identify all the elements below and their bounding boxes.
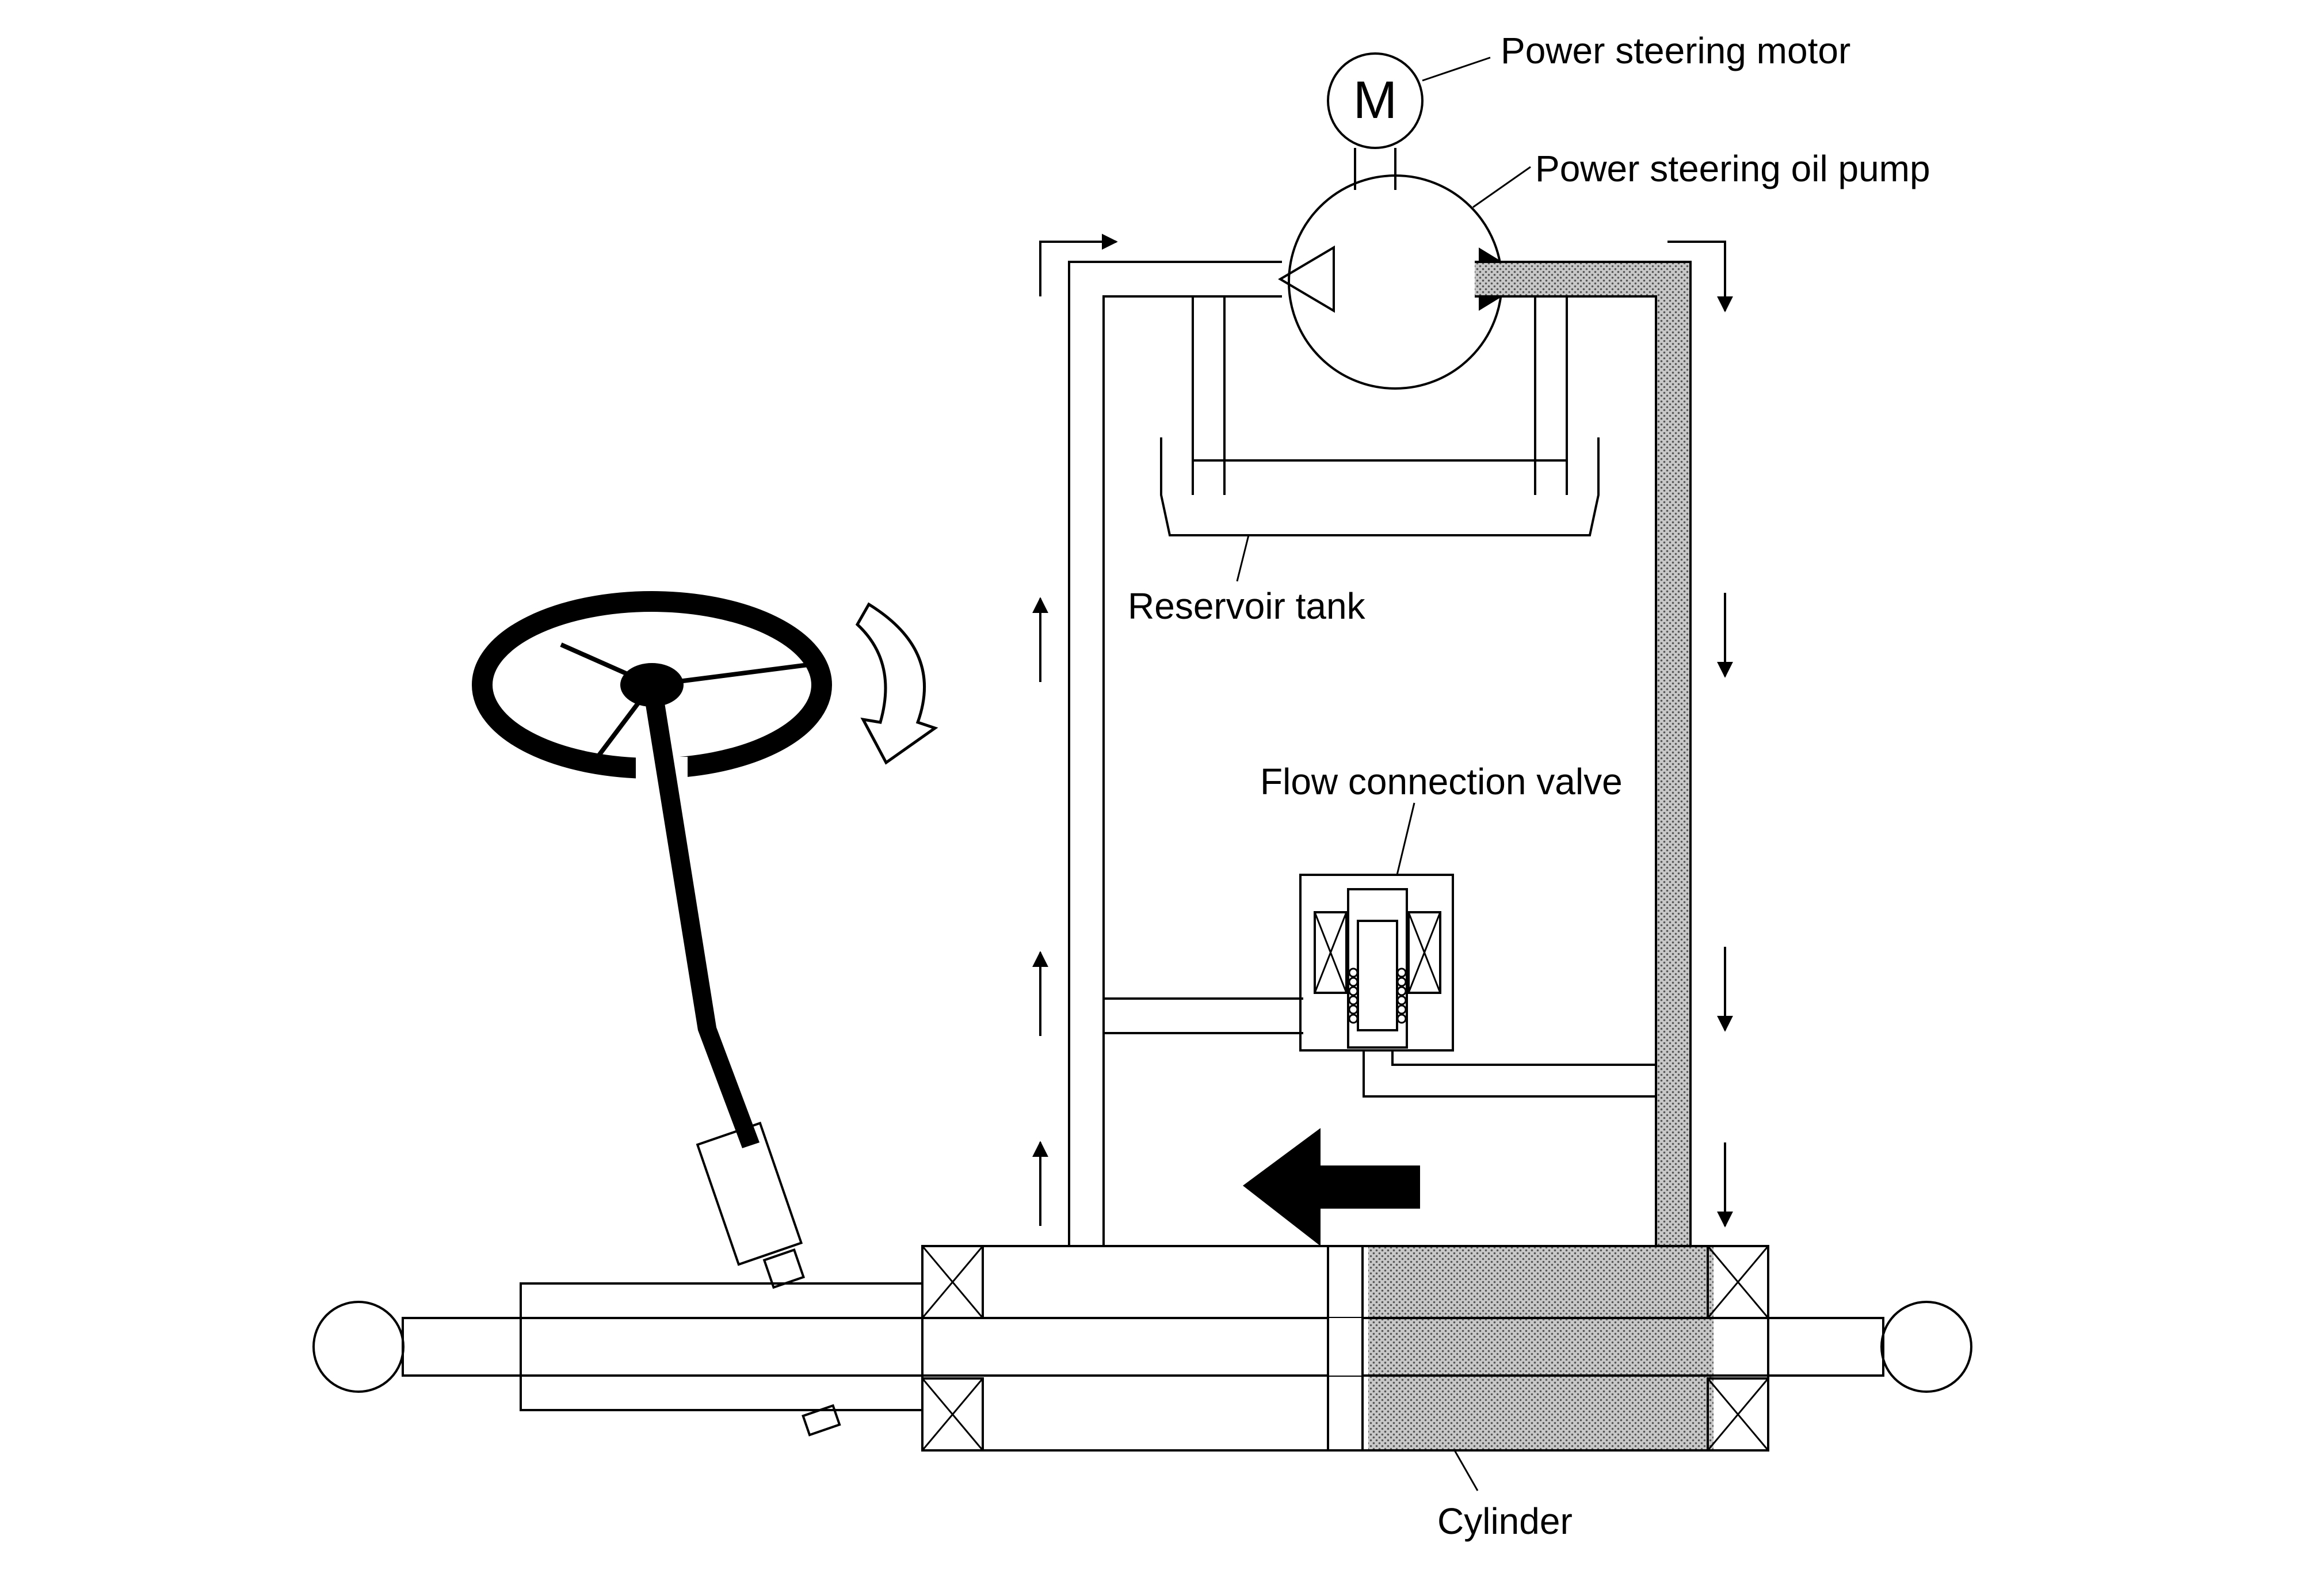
pump-label: Power steering oil pump xyxy=(1535,148,1930,189)
reservoir-tank xyxy=(1160,437,1600,536)
flow-arrows xyxy=(1032,234,1733,1228)
power-steering-motor: M xyxy=(1327,52,1424,190)
pressure-line xyxy=(1368,261,1714,1450)
curved-arrow-clockwise-icon xyxy=(855,602,938,765)
valve-leader-line xyxy=(1396,802,1415,875)
pump-leader-line xyxy=(1472,166,1531,208)
left-tie-rod-end xyxy=(312,1301,404,1393)
reservoir-label: Reservoir tank xyxy=(1128,585,1366,627)
left-arrow-icon xyxy=(1243,1128,1420,1246)
inner-circuit xyxy=(1102,296,1568,1247)
return-line xyxy=(1068,261,1282,1246)
reservoir-leader-line xyxy=(1236,535,1250,582)
motor-label: Power steering motor xyxy=(1501,30,1850,71)
flow-connection-valve xyxy=(1299,874,1656,1098)
pump-inlet-triangle xyxy=(1278,245,1335,313)
right-tie-rod-end xyxy=(1880,1301,1972,1393)
motor-leader-line xyxy=(1422,56,1491,82)
steering-rack xyxy=(312,1282,1972,1411)
valve-label: Flow connection valve xyxy=(1260,761,1623,802)
small-arrow-icon xyxy=(1039,234,1118,296)
steering-column xyxy=(643,685,841,1437)
small-arrow-icon xyxy=(1667,241,1733,313)
cylinder-leader-line xyxy=(1453,1450,1479,1491)
valve-spring xyxy=(1348,967,1407,1024)
cylinder-label: Cylinder xyxy=(1437,1500,1573,1542)
motor-symbol: M xyxy=(1353,71,1398,129)
